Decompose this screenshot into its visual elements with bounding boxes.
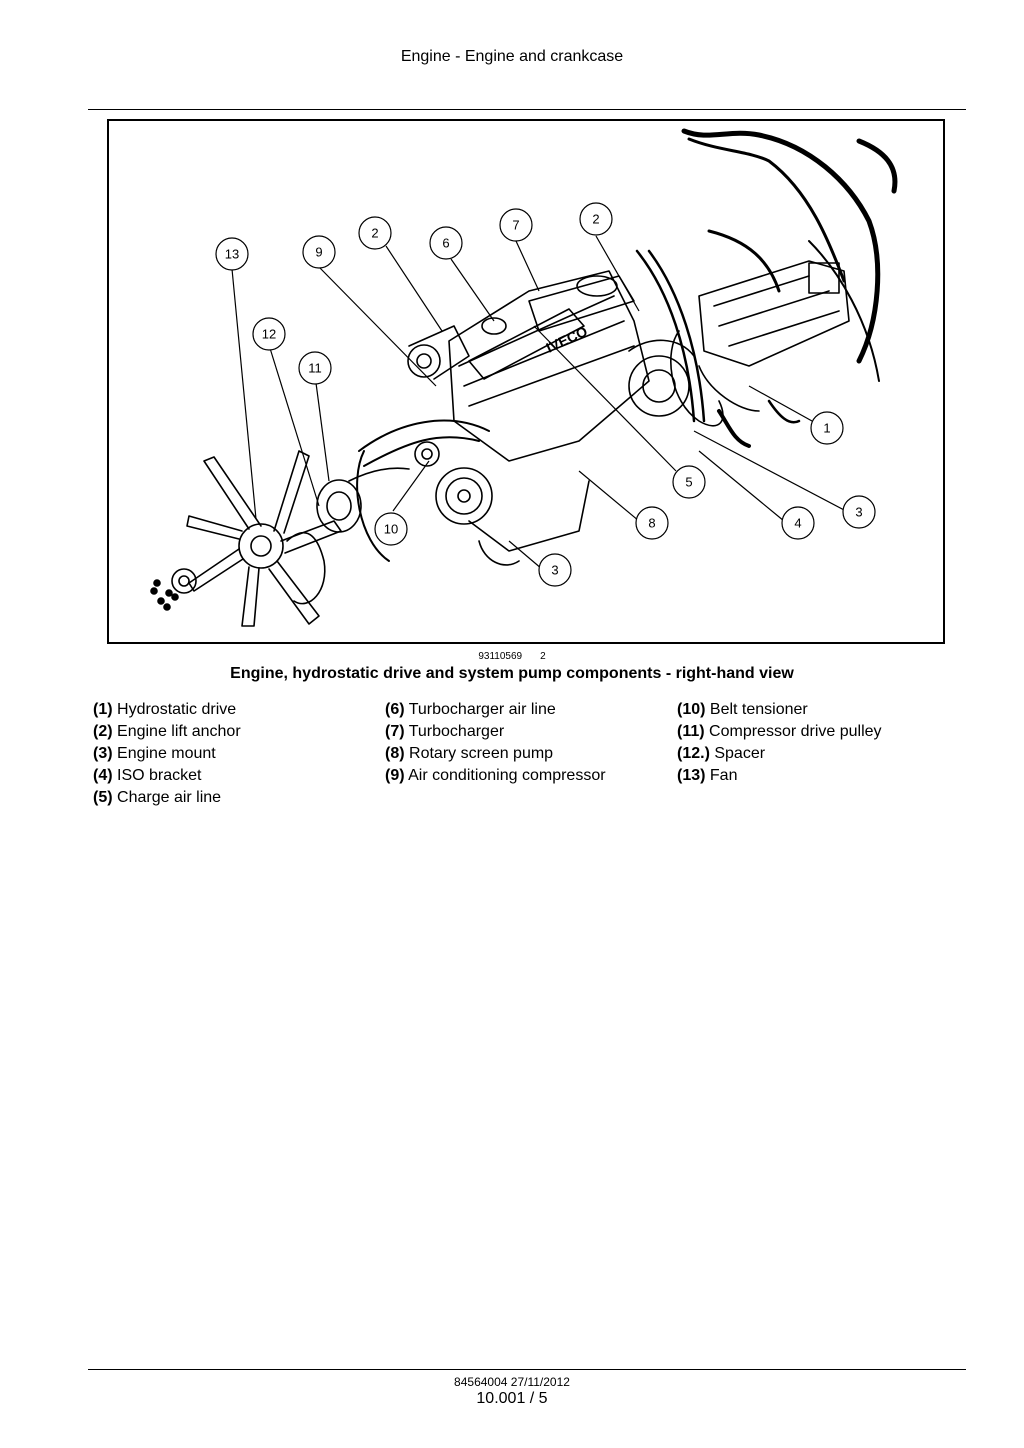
callout-7: 7 bbox=[499, 208, 533, 242]
legend-column-2: (6) Turbocharger air line (7) Turbocharg… bbox=[385, 699, 606, 787]
svg-text:4: 4 bbox=[794, 516, 801, 531]
legend-item: (9) Air conditioning compressor bbox=[385, 767, 606, 784]
callout-2-left: 2 bbox=[358, 216, 392, 250]
callout-12: 12 bbox=[252, 317, 286, 351]
footer-divider bbox=[88, 1369, 966, 1370]
legend-item: (11) Compressor drive pulley bbox=[677, 723, 882, 740]
svg-text:13: 13 bbox=[225, 247, 239, 262]
figure-index: 2 bbox=[540, 651, 546, 662]
document-id: 84564004 27/11/2012 bbox=[454, 1375, 570, 1389]
legend-item: (4) ISO bracket bbox=[93, 767, 202, 784]
legend-item: (6) Turbocharger air line bbox=[385, 701, 556, 718]
page-header-title: Engine - Engine and crankcase bbox=[400, 48, 624, 65]
svg-text:1: 1 bbox=[823, 421, 830, 436]
figure-ref-number: 93110569 bbox=[478, 651, 523, 662]
engine-illustration: IVECO 13 9 2 6 7 2 12 11 10 1 bbox=[150, 128, 898, 627]
figure-caption: Engine, hydrostatic drive and system pum… bbox=[230, 665, 794, 682]
svg-text:2: 2 bbox=[371, 226, 378, 241]
legend-item: (12.) Spacer bbox=[677, 745, 766, 762]
legend-item: (1) Hydrostatic drive bbox=[93, 701, 237, 718]
callout-9: 9 bbox=[302, 235, 336, 269]
svg-text:12: 12 bbox=[262, 327, 276, 342]
header-divider bbox=[88, 109, 966, 110]
legend-column-3: (10) Belt tensioner (11) Compressor driv… bbox=[677, 699, 882, 787]
callout-11: 11 bbox=[298, 351, 332, 385]
figure-reference: 93110569 2 bbox=[0, 651, 1024, 662]
svg-text:11: 11 bbox=[308, 361, 322, 376]
callout-3-right: 3 bbox=[842, 495, 876, 529]
legend-item: (10) Belt tensioner bbox=[677, 701, 808, 718]
svg-text:9: 9 bbox=[315, 245, 322, 260]
svg-text:10: 10 bbox=[384, 522, 398, 537]
callout-13: 13 bbox=[215, 237, 249, 271]
svg-text:8: 8 bbox=[648, 516, 655, 531]
svg-text:5: 5 bbox=[685, 475, 692, 490]
svg-text:6: 6 bbox=[442, 236, 449, 251]
svg-text:3: 3 bbox=[551, 563, 558, 578]
svg-text:2: 2 bbox=[592, 212, 599, 227]
callout-5: 5 bbox=[672, 465, 706, 499]
callout-1: 1 bbox=[810, 411, 844, 445]
page-number: 10.001 / 5 bbox=[476, 1390, 548, 1407]
callout-10: 10 bbox=[374, 512, 408, 546]
callout-4: 4 bbox=[781, 506, 815, 540]
callout-8: 8 bbox=[635, 506, 669, 540]
legend-item: (5) Charge air line bbox=[93, 789, 222, 806]
legend-item: (13) Fan bbox=[677, 767, 738, 784]
svg-text:3: 3 bbox=[855, 505, 862, 520]
legend-item: (3) Engine mount bbox=[93, 745, 216, 762]
callout-3-bottom: 3 bbox=[538, 553, 572, 587]
svg-text:7: 7 bbox=[512, 218, 519, 233]
legend-column-1: (1) Hydrostatic drive (2) Engine lift an… bbox=[93, 699, 241, 809]
legend-item: (7) Turbocharger bbox=[385, 723, 505, 740]
callout-6: 6 bbox=[429, 226, 463, 260]
engine-illustration-frame: IVECO 13 9 2 6 7 2 12 11 10 1 bbox=[107, 119, 945, 644]
legend-item: (2) Engine lift anchor bbox=[93, 723, 241, 740]
legend-item: (8) Rotary screen pump bbox=[385, 745, 554, 762]
callout-2-right: 2 bbox=[579, 202, 613, 236]
